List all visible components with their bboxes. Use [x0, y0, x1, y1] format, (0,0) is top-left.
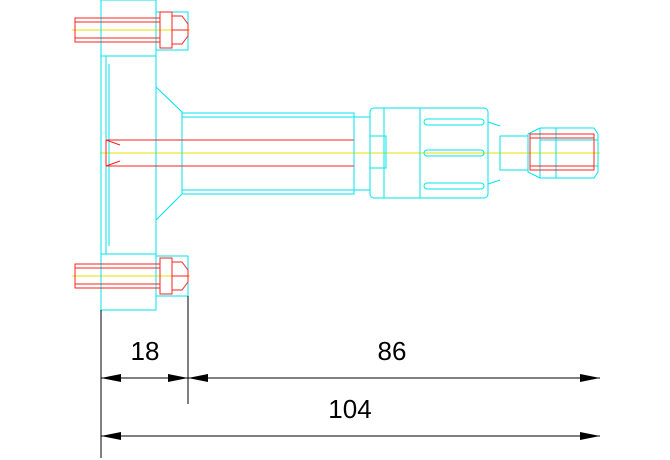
slotted-body: [369, 107, 501, 199]
arrow-18-left: [101, 374, 121, 382]
dimension-arrows: [101, 374, 600, 440]
bottom-cap-screw: [74, 257, 189, 295]
main-tube: [181, 112, 370, 195]
centerlines: [72, 29, 600, 277]
arrow-86-left: [188, 374, 208, 382]
arrow-86-right: [580, 374, 600, 382]
inner-shaft: [105, 139, 354, 167]
dimension-label-86: 86: [378, 336, 407, 366]
top-cap-screw: [74, 11, 189, 49]
arrow-104-right: [580, 432, 600, 440]
arrow-104-left: [101, 432, 121, 440]
dimension-label-104: 104: [328, 394, 371, 424]
collet-screw: [529, 133, 595, 171]
dimension-label-18: 18: [131, 336, 160, 366]
arrow-18-right: [168, 374, 188, 382]
